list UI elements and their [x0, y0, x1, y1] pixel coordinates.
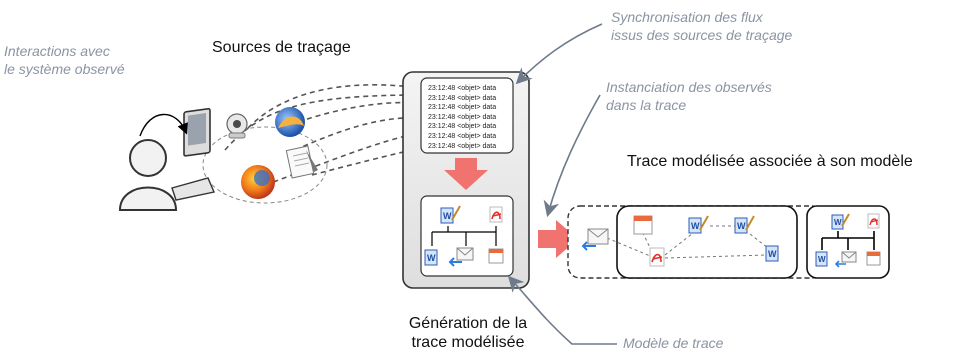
trace-model-graph-right	[821, 231, 875, 250]
mail-icon	[581, 228, 609, 251]
calendar-icon	[866, 251, 881, 266]
svg-text:W: W	[691, 221, 700, 231]
interactions-label-line: le système observé	[4, 61, 125, 77]
svg-text:W: W	[768, 249, 777, 259]
log-line: 23:12:48 <objet> data	[428, 123, 497, 131]
pdf-icon	[649, 247, 665, 267]
mail-icon	[448, 247, 474, 267]
word-icon: W	[688, 215, 709, 234]
webcam-icon	[226, 113, 248, 139]
word-icon: W	[815, 251, 828, 267]
pdf-icon	[489, 206, 503, 223]
calendar-icon	[633, 215, 653, 235]
calendar-icon	[488, 248, 504, 264]
interaction-arrow	[139, 113, 188, 137]
svg-text:W: W	[818, 255, 826, 264]
synchronisation-label-line: Synchronisation des flux	[611, 9, 763, 25]
interactions-label: Interactions avec le système observé	[4, 42, 125, 78]
interactions-label-line: Interactions avec	[4, 43, 110, 59]
word-icon: W	[734, 215, 755, 234]
instanciation-label-line: dans la trace	[606, 97, 687, 113]
generation-label-line: Génération de la	[408, 315, 528, 332]
log-line: 23:12:48 <objet> data	[428, 113, 497, 121]
instanciation-label-line: Instanciation des observés	[606, 79, 772, 95]
log-line: 23:12:48 <objet> data	[428, 104, 497, 112]
firefox-icon	[241, 165, 275, 199]
instanciation-label: Instanciation des observés dans la trace	[606, 78, 772, 114]
log-line: 23:12:48 <objet> data	[428, 94, 497, 102]
svg-text:W: W	[834, 218, 842, 227]
thunderbird-icon	[275, 107, 305, 137]
user-icon	[118, 139, 178, 211]
log-line: 23:12:48 <objet> data	[428, 85, 497, 92]
instanciation-arrow	[538, 220, 578, 258]
log-line: 23:12:48 <objet> data	[428, 142, 497, 150]
word-icon: W	[440, 205, 461, 224]
generation-arrow	[444, 158, 488, 190]
modele-trace-label: Modèle de trace	[623, 335, 724, 351]
document-icon	[285, 145, 318, 179]
svg-text:W: W	[737, 221, 746, 231]
trace-model-graph	[431, 226, 497, 246]
log-line: 23:12:48 <objet> data	[428, 132, 497, 140]
svg-text:W: W	[427, 253, 436, 263]
synchronisation-label: Synchronisation des flux issus des sourc…	[611, 8, 792, 44]
log-box	[420, 77, 514, 154]
annotation-pointers	[507, 23, 617, 345]
pdf-icon	[867, 213, 880, 229]
svg-text:W: W	[443, 211, 452, 221]
computer-icon	[171, 107, 215, 201]
sources-label: Sources de traçage	[212, 39, 351, 56]
mail-icon	[834, 251, 857, 268]
word-icon: W	[765, 245, 779, 262]
synchronisation-label-line: issus des sources de traçage	[611, 27, 793, 43]
trace-modelisee-label: Trace modélisée associée à son modèle	[627, 153, 913, 170]
log-lines: 23:12:48 <objet> data 23:12:48 <objet> d…	[428, 84, 496, 151]
generation-label: Génération de la trace modélisée	[404, 314, 532, 352]
word-icon: W	[424, 249, 438, 266]
word-icon: W	[831, 213, 850, 230]
generation-label-line: trace modélisée	[411, 334, 525, 351]
sources-ellipse	[202, 126, 328, 204]
